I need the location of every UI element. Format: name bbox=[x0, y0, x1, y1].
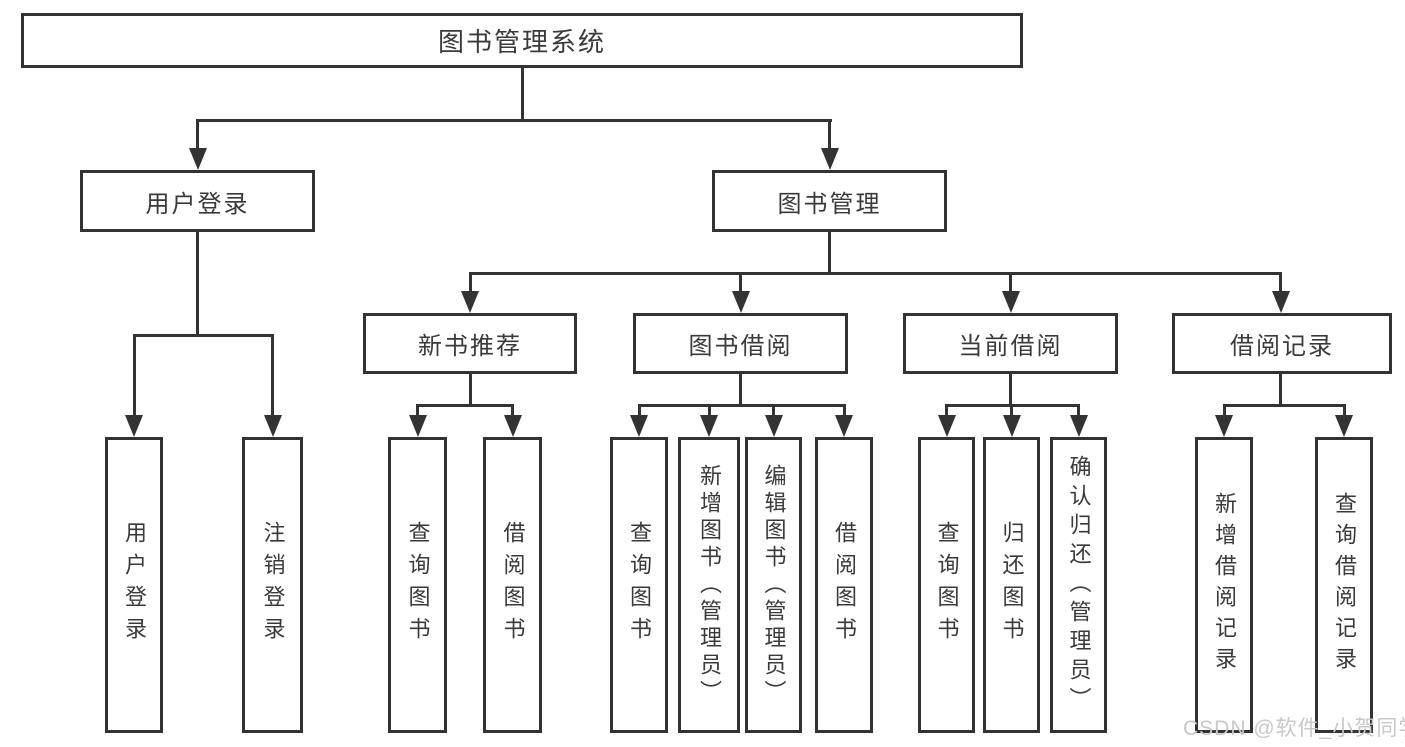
node-library-system: 图书管理系统 bbox=[21, 13, 1023, 68]
connector-line bbox=[468, 271, 472, 294]
arrowhead bbox=[503, 415, 522, 437]
node-query-borrow-record-label: 查询借阅记录 bbox=[1332, 492, 1357, 678]
node-borrow-books-recommend-label: 借阅图书 bbox=[500, 521, 526, 649]
node-query-books-current-label: 查询图书 bbox=[934, 521, 960, 649]
node-new-book-recommend-label: 新书推荐 bbox=[418, 333, 522, 360]
node-query-books-recommend-label: 查询图书 bbox=[405, 521, 431, 649]
connector-line bbox=[828, 230, 831, 273]
arrowhead bbox=[764, 415, 783, 437]
node-add-borrow-record-label: 新增借阅记录 bbox=[1212, 492, 1237, 678]
node-add-borrow-record: 新增借阅记录 bbox=[1195, 437, 1253, 733]
connector-line bbox=[416, 403, 419, 417]
arrowhead bbox=[1069, 415, 1088, 437]
connector-line bbox=[945, 403, 948, 417]
arrowhead bbox=[820, 148, 839, 170]
node-add-books-admin-label: 新增图书（管理员） bbox=[697, 463, 722, 707]
connector-line bbox=[132, 333, 274, 337]
connector-line bbox=[739, 271, 742, 294]
connector-line bbox=[1222, 403, 1346, 407]
node-query-books-borrowing-label: 查询图书 bbox=[627, 521, 652, 649]
connector-line bbox=[1009, 271, 1012, 294]
connector-line bbox=[707, 403, 711, 417]
node-logout: 注销登录 bbox=[242, 437, 303, 733]
node-query-borrow-record: 查询借阅记录 bbox=[1315, 437, 1373, 733]
node-borrow-books-borrowing: 借阅图书 bbox=[815, 437, 873, 733]
node-book-management: 图书管理 bbox=[712, 170, 947, 232]
node-edit-books-admin: 编辑图书（管理员） bbox=[745, 437, 802, 733]
node-book-management-label: 图书管理 bbox=[777, 190, 882, 218]
node-new-book-recommend: 新书推荐 bbox=[363, 313, 577, 374]
node-edit-books-admin-label: 编辑图书（管理员） bbox=[761, 463, 787, 707]
connector-line bbox=[468, 271, 1282, 275]
arrowhead bbox=[263, 415, 282, 437]
node-query-books-borrowing: 查询图书 bbox=[610, 437, 668, 733]
connector-line bbox=[637, 403, 846, 407]
arrowhead bbox=[1001, 291, 1020, 313]
arrowhead bbox=[188, 148, 207, 170]
arrowhead bbox=[461, 291, 479, 313]
node-confirm-return-admin: 确认归还（管理员） bbox=[1050, 437, 1107, 733]
arrowhead bbox=[1271, 291, 1290, 313]
node-return-books-label: 归还图书 bbox=[999, 521, 1025, 649]
connector-line bbox=[196, 118, 832, 122]
arrowhead bbox=[731, 291, 750, 313]
arrowhead bbox=[937, 415, 956, 437]
arrowhead bbox=[1335, 415, 1353, 437]
node-add-books-admin: 新增图书（管理员） bbox=[678, 437, 740, 733]
connector-line bbox=[511, 403, 514, 417]
node-return-books: 归还图书 bbox=[983, 437, 1040, 733]
connector-line bbox=[1279, 372, 1282, 405]
connector-line bbox=[828, 118, 831, 151]
node-current-borrowing: 当前借阅 bbox=[903, 313, 1118, 374]
connector-line bbox=[1077, 403, 1080, 417]
watermark: CSDN @软件_小贺同学 bbox=[1183, 717, 1405, 740]
connector-line bbox=[271, 333, 274, 418]
arrowhead bbox=[125, 415, 143, 437]
node-library-system-label: 图书管理系统 bbox=[437, 27, 606, 57]
arrowhead bbox=[1215, 415, 1233, 437]
node-book-borrowing-label: 图书借阅 bbox=[688, 333, 793, 360]
connector-line bbox=[1279, 271, 1282, 294]
node-book-borrowing: 图书借阅 bbox=[633, 313, 848, 374]
node-query-books-current: 查询图书 bbox=[918, 437, 975, 733]
node-user-login-action: 用户登录 bbox=[105, 437, 163, 733]
connector-line bbox=[1009, 372, 1012, 405]
connector-line bbox=[1342, 403, 1346, 417]
connector-line bbox=[520, 66, 524, 120]
connector-line bbox=[739, 372, 742, 405]
node-borrowing-records: 借阅记录 bbox=[1172, 313, 1392, 374]
node-confirm-return-admin-label: 确认归还（管理员） bbox=[1066, 454, 1092, 716]
connector-line bbox=[1222, 403, 1226, 417]
node-borrowing-records-label: 借阅记录 bbox=[1230, 333, 1334, 360]
connector-line bbox=[637, 403, 641, 417]
connector-line bbox=[1010, 403, 1013, 417]
node-query-books-recommend: 查询图书 bbox=[388, 437, 447, 733]
connector-line bbox=[416, 403, 514, 407]
node-user-login: 用户登录 bbox=[80, 170, 315, 232]
connector-line bbox=[196, 118, 199, 151]
node-user-login-action-label: 用户登录 bbox=[122, 521, 147, 649]
arrowhead bbox=[408, 415, 427, 437]
node-borrow-books-borrowing-label: 借阅图书 bbox=[832, 521, 857, 649]
node-user-login-label: 用户登录 bbox=[145, 190, 250, 218]
connector-line bbox=[842, 403, 846, 417]
node-borrow-books-recommend: 借阅图书 bbox=[483, 437, 542, 733]
connector-line bbox=[132, 333, 136, 418]
connector-line bbox=[196, 230, 199, 335]
connector-line bbox=[468, 372, 472, 405]
arrowhead bbox=[1002, 415, 1021, 437]
arrowhead bbox=[835, 415, 853, 437]
connector-line bbox=[772, 403, 775, 417]
node-current-borrowing-label: 当前借阅 bbox=[958, 333, 1063, 360]
node-logout-label: 注销登录 bbox=[260, 521, 286, 649]
arrowhead bbox=[630, 415, 648, 437]
arrowhead bbox=[700, 415, 718, 437]
